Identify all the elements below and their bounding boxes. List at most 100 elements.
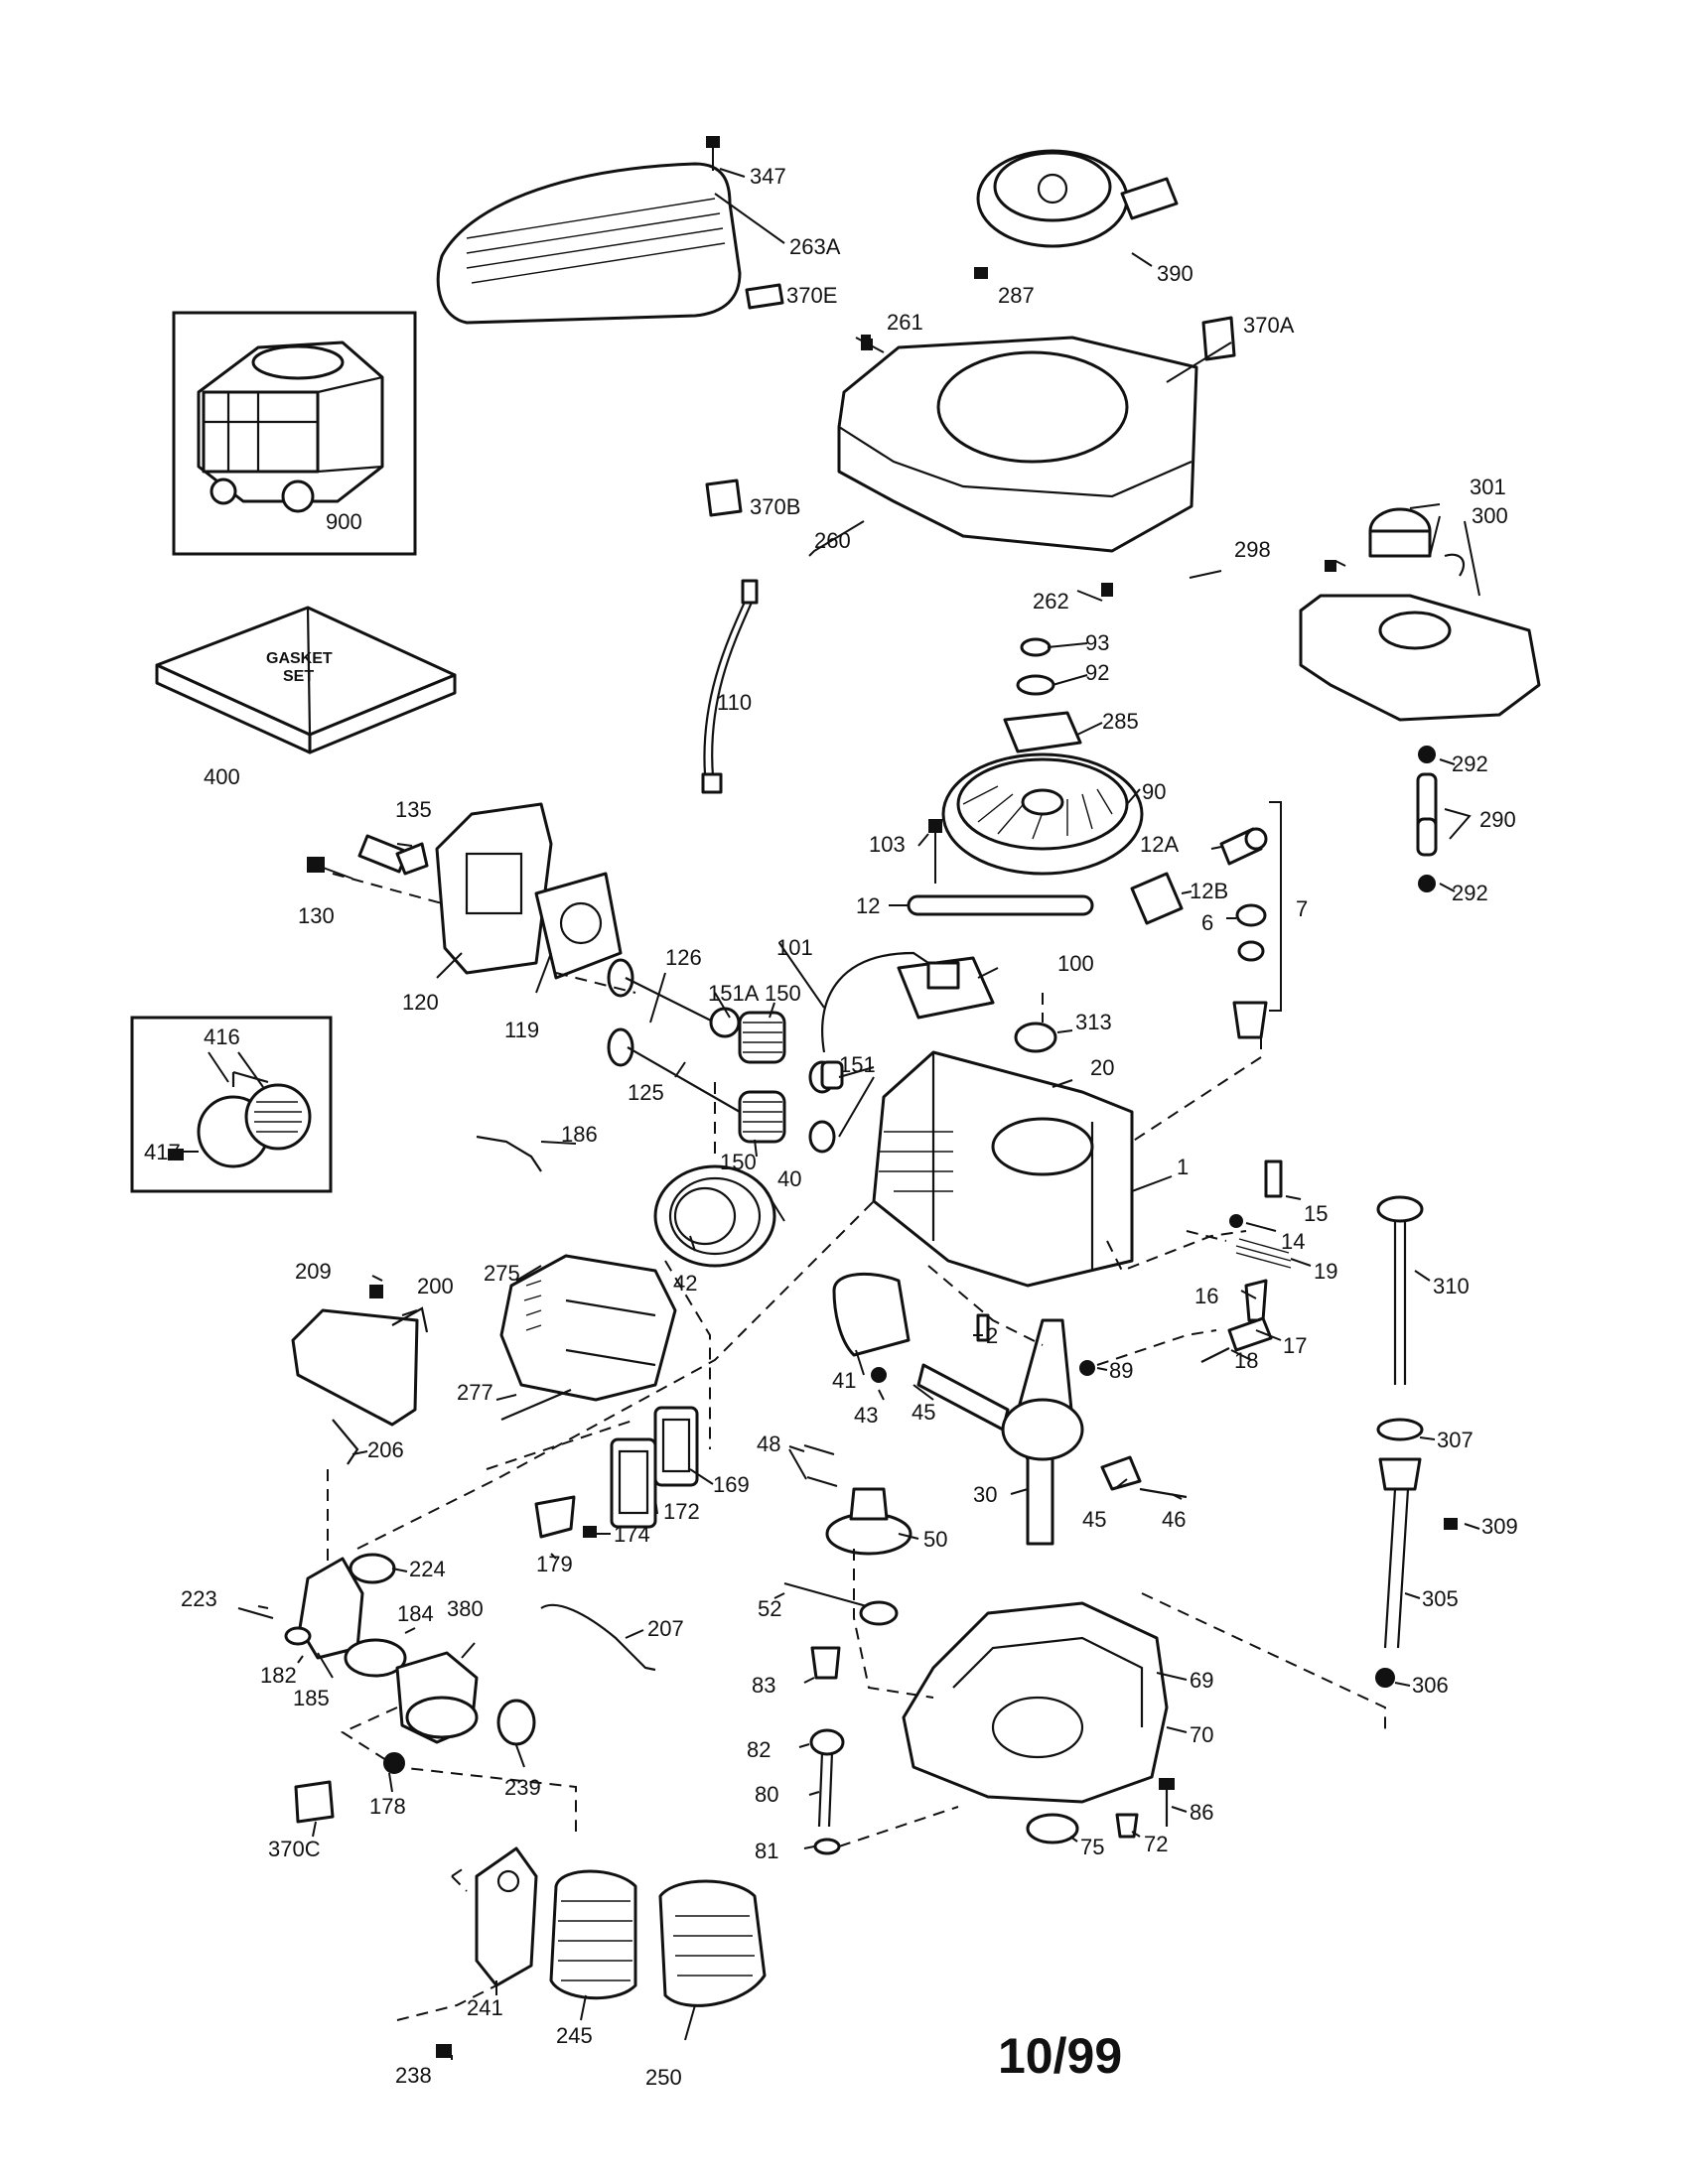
- part-label-305: 305: [1422, 1586, 1459, 1611]
- gasket-set-line-1: GASKET: [266, 650, 333, 667]
- gasket-set-line-2: SET: [283, 668, 314, 685]
- part-label-103: 103: [869, 832, 906, 857]
- part-label-14: 14: [1281, 1229, 1305, 1254]
- part-label-42: 42: [673, 1271, 697, 1296]
- part-label-390: 390: [1157, 261, 1193, 286]
- part-label-93: 93: [1085, 630, 1109, 655]
- part-label-347: 347: [750, 164, 786, 189]
- part-label-238: 238: [395, 2063, 432, 2088]
- part-label-45-cap: 45: [1082, 1507, 1106, 1532]
- part-label-370a: 370A: [1243, 313, 1295, 338]
- part-label-186: 186: [561, 1122, 598, 1147]
- part-label-179: 179: [536, 1552, 573, 1576]
- part-label-16: 16: [1194, 1284, 1218, 1308]
- part-label-6: 6: [1201, 910, 1213, 935]
- part-label-239: 239: [504, 1775, 541, 1800]
- parts-artwork: [155, 136, 1541, 2058]
- part-label-120: 120: [402, 990, 439, 1015]
- part-label-15: 15: [1304, 1201, 1328, 1226]
- part-label-7: 7: [1296, 896, 1308, 921]
- part-label-110: 110: [717, 690, 752, 715]
- part-label-172: 172: [663, 1499, 700, 1524]
- part-label-101: 101: [776, 935, 813, 960]
- part-label-126: 126: [665, 945, 702, 970]
- part-label-80: 80: [755, 1782, 778, 1807]
- part-label-125: 125: [628, 1080, 664, 1105]
- part-label-48: 48: [757, 1432, 780, 1456]
- part-label-130: 130: [298, 903, 335, 928]
- part-label-370e: 370E: [786, 283, 837, 308]
- part-label-400: 400: [204, 764, 240, 789]
- part-label-182: 182: [260, 1663, 297, 1688]
- part-label-285: 285: [1102, 709, 1139, 734]
- part-label-185: 185: [293, 1686, 330, 1710]
- part-label-12a: 12A: [1140, 832, 1179, 857]
- part-label-263a: 263A: [789, 234, 841, 259]
- part-label-307: 307: [1437, 1428, 1474, 1452]
- part-label-30: 30: [973, 1482, 997, 1507]
- part-number-labels: 347 263A 370E 287 390 261 370A 900 370B …: [144, 164, 1518, 2090]
- group-brackets: [1189, 570, 1282, 1012]
- part-label-300: 300: [1472, 503, 1508, 528]
- part-label-250: 250: [645, 2065, 682, 2090]
- part-label-292-lower: 292: [1452, 881, 1488, 905]
- part-label-287: 287: [998, 283, 1035, 308]
- part-label-223: 223: [181, 1586, 217, 1611]
- part-label-151: 151: [839, 1052, 876, 1077]
- part-label-178: 178: [369, 1794, 406, 1819]
- part-label-241: 241: [467, 1995, 503, 2020]
- part-label-19: 19: [1314, 1259, 1337, 1284]
- part-label-45-rod: 45: [912, 1400, 935, 1425]
- part-label-1: 1: [1177, 1155, 1189, 1179]
- date-code: 10/99: [998, 2028, 1122, 2084]
- part-label-306: 306: [1412, 1673, 1449, 1698]
- part-label-41: 41: [832, 1368, 856, 1393]
- part-label-900: 900: [326, 509, 362, 534]
- part-label-301: 301: [1470, 475, 1506, 499]
- part-label-150-upper: 150: [765, 981, 801, 1006]
- part-label-69: 69: [1190, 1668, 1213, 1693]
- part-label-52: 52: [758, 1596, 781, 1621]
- part-label-12: 12: [856, 893, 880, 918]
- part-label-206: 206: [367, 1437, 404, 1462]
- part-label-209: 209: [295, 1259, 332, 1284]
- part-label-245: 245: [556, 2023, 593, 2048]
- part-label-83: 83: [752, 1673, 775, 1698]
- part-label-370c: 370C: [268, 1837, 321, 1861]
- part-label-89: 89: [1109, 1358, 1133, 1383]
- part-label-313: 313: [1075, 1010, 1112, 1034]
- part-label-18: 18: [1234, 1348, 1258, 1373]
- part-label-224: 224: [409, 1557, 446, 1581]
- part-label-150-lower: 150: [720, 1150, 757, 1174]
- part-label-290: 290: [1479, 807, 1516, 832]
- part-label-17: 17: [1283, 1333, 1307, 1358]
- part-label-310: 310: [1433, 1274, 1470, 1298]
- part-label-90: 90: [1142, 779, 1166, 804]
- part-label-298: 298: [1234, 537, 1271, 562]
- part-label-200: 200: [417, 1274, 454, 1298]
- part-label-174: 174: [614, 1522, 650, 1547]
- part-label-292-upper: 292: [1452, 751, 1488, 776]
- part-label-75: 75: [1080, 1835, 1104, 1859]
- assembly-dashed-lines: [327, 873, 1386, 2021]
- part-label-20: 20: [1090, 1055, 1114, 1080]
- part-label-40: 40: [777, 1166, 801, 1191]
- part-label-309: 309: [1481, 1514, 1518, 1539]
- part-label-416: 416: [204, 1024, 240, 1049]
- part-label-184: 184: [397, 1601, 434, 1626]
- engine-inset-box: [172, 311, 417, 556]
- part-label-277: 277: [457, 1380, 493, 1405]
- part-label-169: 169: [713, 1472, 750, 1497]
- leader-lines: [179, 168, 1480, 2060]
- part-label-46: 46: [1162, 1507, 1186, 1532]
- part-label-370b: 370B: [750, 494, 800, 519]
- part-label-100: 100: [1057, 951, 1094, 976]
- part-label-262: 262: [1033, 589, 1069, 614]
- part-label-275: 275: [484, 1261, 520, 1286]
- part-label-50: 50: [923, 1527, 947, 1552]
- part-label-260: 260: [814, 528, 851, 553]
- part-label-417: 417: [144, 1140, 181, 1164]
- part-label-261: 261: [887, 310, 923, 335]
- gasket-set-label: GASKET SET: [266, 650, 333, 685]
